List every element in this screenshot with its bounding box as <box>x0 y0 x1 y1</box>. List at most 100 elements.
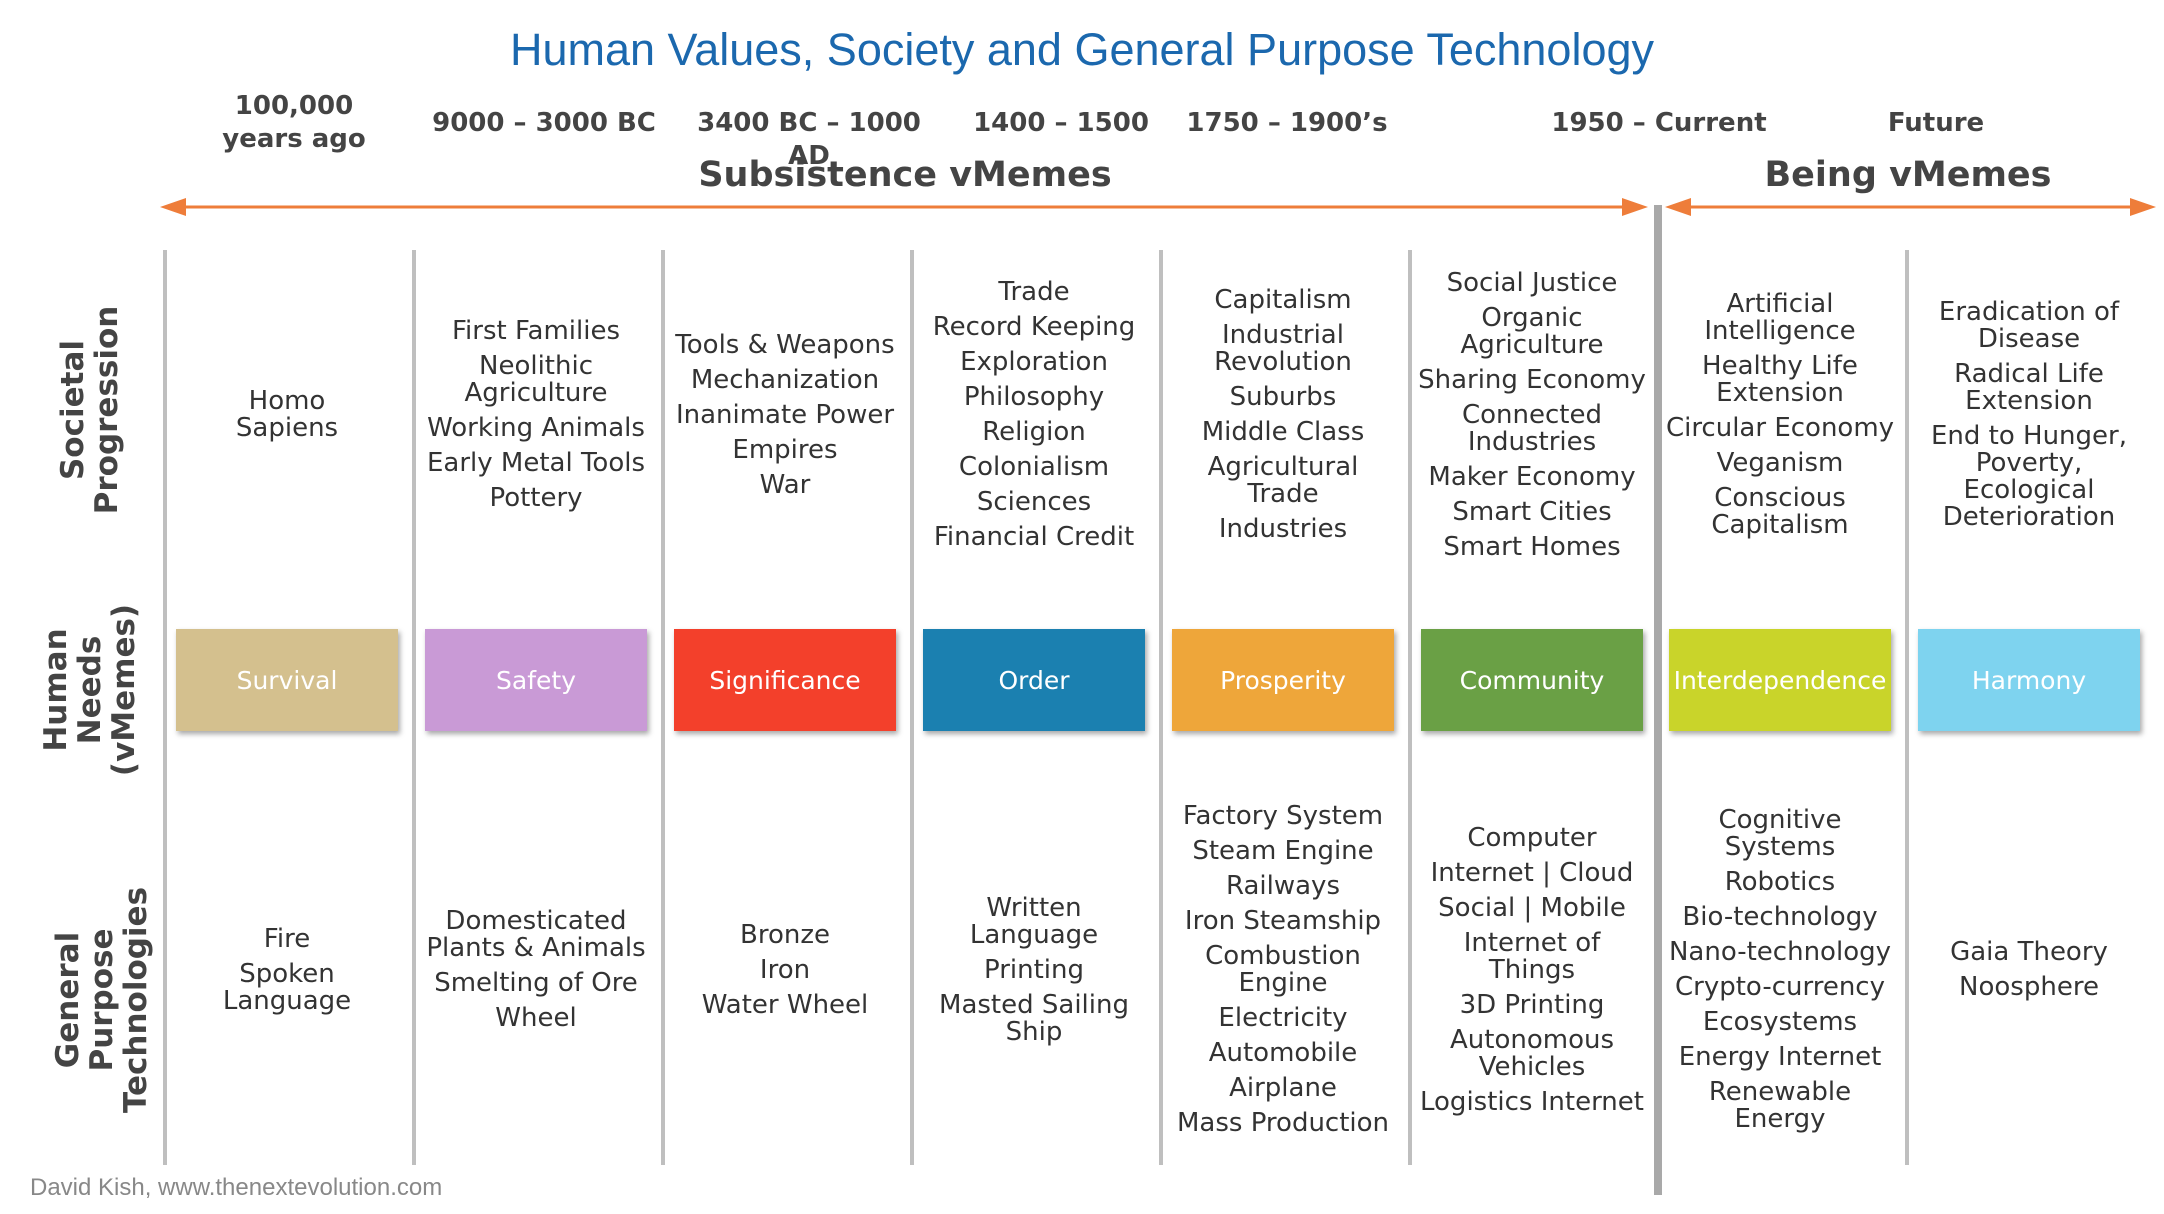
timeline-arrows <box>160 198 2156 216</box>
technology-item: Energy Internet <box>1678 1042 1882 1072</box>
need-box-survival: Survival <box>176 629 398 731</box>
technology-item: Smelting of Ore <box>434 968 638 998</box>
societal-item: Trade <box>998 277 1070 307</box>
need-box-interdependence: Interdependence <box>1669 629 1891 731</box>
societal-item: Pottery <box>489 483 583 513</box>
human-need-cell: Interdependence <box>1660 629 1900 731</box>
societal-item: Mechanization <box>690 364 880 395</box>
technology-item: Internet | Cloud <box>1430 857 1634 888</box>
need-box-harmony: Harmony <box>1918 629 2140 731</box>
technology-item: Domesticated Plants & Animals <box>426 906 646 963</box>
era-header-5: 1950 – Current <box>1551 108 1767 138</box>
technology-item: Iron <box>759 954 811 985</box>
societal-item: Religion <box>982 417 1086 447</box>
subsistence-arrow-left-head <box>160 198 186 216</box>
technology-item: Railways <box>1225 871 1340 901</box>
column-divider <box>661 250 665 1165</box>
societal-item: Colonialism <box>958 452 1110 482</box>
row-label-general-purpose-technologies: General Purpose Technologies <box>50 886 154 1114</box>
technology-item: Social | Mobile <box>1438 892 1626 923</box>
technology-item: Mass Production <box>1176 1108 1390 1138</box>
societal-item: Financial Credit <box>933 522 1135 552</box>
human-need-cell: Harmony <box>1909 629 2149 731</box>
societal-item: Industries <box>1218 514 1348 544</box>
technology-item: Computer <box>1467 822 1597 853</box>
technology-item: Automobile <box>1208 1038 1358 1068</box>
being-arrow-right-head <box>2130 198 2156 216</box>
societal-item: Sciences <box>976 487 1092 517</box>
technology-item: Ecosystems <box>1702 1007 1858 1037</box>
technology-item: Iron Steamship <box>1184 906 1382 936</box>
societal-item: Smart Homes <box>1443 531 1621 562</box>
technology-item: Water Wheel <box>701 989 869 1020</box>
societal-item: Smart Cities <box>1452 496 1612 527</box>
being-vmemes-label: Being vMemes <box>1764 155 2052 195</box>
technology-item: Printing <box>983 954 1084 985</box>
row-label-societal-progression: Societal Progression <box>55 305 125 515</box>
societal-item: Empires <box>732 434 838 465</box>
subsistence-arrow-right-head <box>1622 198 1648 216</box>
technology-item: Cognitive Systems <box>1718 805 1842 862</box>
need-box-significance: Significance <box>674 629 896 731</box>
societal-item: Record Keeping <box>932 312 1136 342</box>
societal-item: Capitalism <box>1214 285 1352 315</box>
era-header-0: 100,000 years ago <box>222 91 366 154</box>
column-divider <box>412 250 416 1165</box>
era-header-3: 1400 – 1500 <box>973 108 1149 138</box>
technology-item: Factory System <box>1182 801 1384 831</box>
societal-item: Organic Agriculture <box>1460 302 1604 360</box>
societal-item: Tools & Weapons <box>675 329 895 360</box>
era-header-4: 1750 – 1900’s <box>1186 108 1388 138</box>
human-need-cell: Significance <box>665 629 905 731</box>
human-need-cell: Community <box>1412 629 1652 731</box>
era-header-6: Future <box>1887 108 1985 138</box>
column-divider <box>1408 250 1412 1165</box>
societal-item: Radical Life Extension <box>1954 359 2104 416</box>
technology-item: Wheel <box>495 1003 577 1033</box>
technology-item: Robotics <box>1724 867 1836 897</box>
column-divider <box>910 250 914 1165</box>
societal-item: Homo Sapiens <box>235 386 339 443</box>
societal-item: War <box>759 469 811 500</box>
technology-item: Noosphere <box>1959 972 2099 1002</box>
technology-item: Autonomous Vehicles <box>1449 1024 1614 1082</box>
technology-item: Steam Engine <box>1192 836 1374 866</box>
societal-item: Philosophy <box>963 382 1105 412</box>
societal-item: End to Hunger, Poverty, Ecological Deter… <box>1930 421 2127 532</box>
need-box-community: Community <box>1421 629 1643 731</box>
chart-title: Human Values, Society and General Purpos… <box>509 24 1655 75</box>
column-divider <box>1159 250 1163 1165</box>
technology-item: Airplane <box>1229 1073 1337 1103</box>
societal-item: Circular Economy <box>1665 413 1895 443</box>
technology-item: Bio-technology <box>1682 902 1878 932</box>
societal-item: Maker Economy <box>1428 461 1636 492</box>
technology-item: Spoken Language <box>222 958 352 1016</box>
technology-item: Combustion Engine <box>1205 941 1361 998</box>
technology-item: Masted Sailing Ship <box>939 989 1129 1047</box>
era-header-1: 9000 – 3000 BC <box>432 108 656 138</box>
subsistence-vmemes-label: Subsistence vMemes <box>698 155 1112 195</box>
societal-item: Healthy Life Extension <box>1702 351 1858 408</box>
human-need-cell: Survival <box>167 629 407 731</box>
societal-item: Working Animals <box>427 413 645 443</box>
societal-item: Inanimate Power <box>675 399 895 430</box>
societal-item: Eradication of Disease <box>1938 297 2120 354</box>
technology-item: Written Language <box>969 892 1099 950</box>
societal-item: Neolithic Agriculture <box>464 351 608 408</box>
societal-item: Agricultural Trade <box>1207 452 1359 509</box>
footer-credit: David Kish, www.thenextevolution.com <box>30 1174 443 1201</box>
societal-item: First Families <box>451 316 621 346</box>
societal-item: Early Metal Tools <box>426 448 646 478</box>
technology-item: Bronze <box>740 919 830 950</box>
